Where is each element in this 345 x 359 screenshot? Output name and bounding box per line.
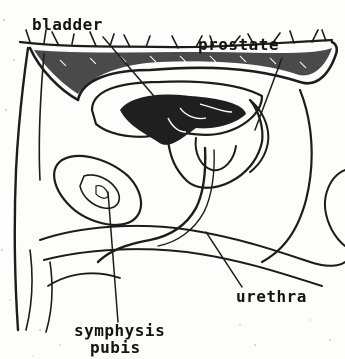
prostate-lobe <box>196 138 236 170</box>
label-urethra: urethra <box>236 287 307 306</box>
label-pubis: pubis <box>90 338 141 357</box>
rectum-contour <box>262 90 312 262</box>
pelvic-floor-1 <box>40 226 345 266</box>
perineal-contour <box>325 170 345 246</box>
pelvic-floor-3 <box>48 273 120 286</box>
symphysis-leader-line <box>108 192 118 322</box>
corpus-lines <box>26 250 52 332</box>
symphysis-pubis-shape <box>54 156 141 225</box>
abdominal-wall-inner <box>39 54 44 180</box>
pelvic-floor-2 <box>44 249 322 286</box>
seminal-vesicle <box>250 100 268 172</box>
bladder-wall-band <box>34 48 332 94</box>
label-prostate: prostate <box>198 35 279 54</box>
abdominal-wall <box>15 48 28 330</box>
label-bladder: bladder <box>32 15 103 34</box>
